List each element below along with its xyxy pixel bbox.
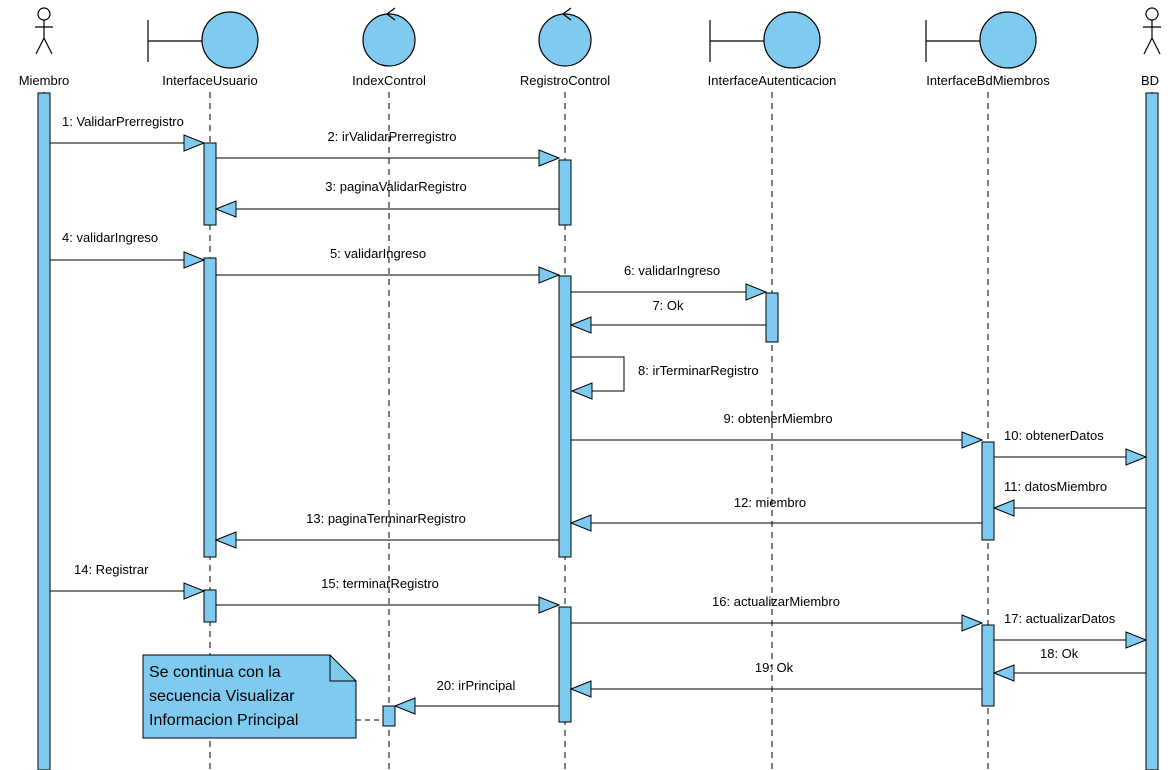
activation-bars (37, 92, 1159, 770)
message-7: 7: Ok (569, 298, 766, 334)
message-9: 9: obtenerMiembro (571, 411, 984, 449)
message-1: 1: ValidarPrerregistro (50, 114, 206, 152)
activation-bar-registrocontrol (558, 275, 572, 558)
activation-bar-indexcontrol (382, 705, 396, 727)
participant-label: Miembro (19, 73, 70, 88)
participant-interfacebdmiembros: InterfaceBdMiembros (925, 11, 1050, 88)
message-11: 11: datosMiembro (992, 479, 1146, 517)
message-18: 18: Ok (992, 646, 1146, 682)
participant-interfaceusuario: InterfaceUsuario (147, 11, 259, 88)
activation-bar-bd (1145, 92, 1159, 770)
message-17: 17: actualizarDatos (994, 611, 1148, 649)
activation-bar-interfacebdmiembros (981, 624, 995, 707)
message-label: 19: Ok (755, 660, 794, 675)
activation-bar-miembro (37, 92, 51, 770)
message-label: 18: Ok (1040, 646, 1079, 661)
participant-label: IndexControl (352, 73, 426, 88)
activation-bar-interfaceusuario (203, 257, 217, 558)
participant-bd: BD (1141, 7, 1161, 88)
message-label: 6: validarIngreso (624, 263, 720, 278)
message-20: 20: irPrincipal (393, 678, 559, 715)
message-label: 15: terminarRegistro (321, 576, 439, 591)
note-line: Informacion Principal (149, 712, 298, 729)
activation-bar-interfaceusuario (203, 142, 217, 226)
message-16: 16: actualizarMiembro (571, 594, 984, 632)
note-line: Se continua con la (149, 664, 281, 681)
boundary-icon (709, 11, 821, 69)
message-8: 8: irTerminarRegistro (570, 356, 759, 400)
message-label: 16: actualizarMiembro (712, 594, 840, 609)
participant-label: InterfaceAutenticacion (708, 73, 837, 88)
message-6: 6: validarIngreso (571, 263, 768, 301)
message-2: 2: irValidarPrerregistro (216, 129, 561, 167)
message-label: 4: validarIngreso (62, 230, 158, 245)
control-icon (538, 7, 592, 67)
message-label: 2: irValidarPrerregistro (327, 129, 456, 144)
participant-label: InterfaceUsuario (162, 73, 257, 88)
message-label: 12: miembro (734, 495, 806, 510)
message-3: 3: paginaValidarRegistro (214, 179, 559, 218)
message-19: 19: Ok (569, 660, 982, 698)
message-label: 11: datosMiembro (1004, 479, 1107, 494)
message-label: 7: Ok (652, 298, 684, 313)
message-label: 17: actualizarDatos (1004, 611, 1116, 626)
participant-miembro: Miembro (19, 7, 70, 88)
message-label: 13: paginaTerminarRegistro (306, 511, 466, 526)
actor-icon (35, 7, 53, 55)
messages: 1: ValidarPrerregistro 2: irValidarPrerre… (50, 114, 1148, 715)
participant-interfaceautenticacion: InterfaceAutenticacion (708, 11, 837, 88)
activation-bar-interfacebdmiembros (981, 441, 995, 541)
participant-label: BD (1141, 73, 1159, 88)
message-12: 12: miembro (569, 495, 982, 532)
boundary-icon (925, 11, 1037, 69)
message-label: 20: irPrincipal (437, 678, 516, 693)
actor-icon (1143, 7, 1161, 55)
activation-bar-interfaceusuario (203, 589, 217, 623)
participant-label: RegistroControl (520, 73, 610, 88)
participant-registrocontrol: RegistroControl (520, 7, 610, 88)
participant-heads: Miembro InterfaceUsuario IndexControl Regis… (19, 7, 1161, 88)
message-4: 4: validarIngreso (50, 230, 206, 269)
note-line: secuencia Visualizar (149, 688, 295, 705)
participant-label: InterfaceBdMiembros (926, 73, 1050, 88)
boundary-icon (147, 11, 259, 69)
message-10: 10: obtenerDatos (994, 428, 1148, 466)
message-label: 3: paginaValidarRegistro (325, 179, 466, 194)
message-label: 14: Registrar (74, 562, 149, 577)
note: Se continua con la secuencia VisualizarIn… (142, 654, 383, 739)
message-13: 13: paginaTerminarRegistro (214, 511, 559, 549)
activation-bar-registrocontrol (558, 606, 572, 723)
control-icon (362, 7, 416, 67)
participant-indexcontrol: IndexControl (352, 7, 426, 88)
message-label: 5: validarIngreso (330, 246, 426, 261)
message-5: 5: validarIngreso (216, 246, 561, 284)
message-14: 14: Registrar (50, 562, 206, 600)
continuation-note: Se continua con la secuencia VisualizarIn… (142, 654, 383, 739)
message-label: 1: ValidarPrerregistro (62, 114, 184, 129)
message-15: 15: terminarRegistro (216, 576, 561, 614)
activation-bar-registrocontrol (558, 159, 572, 226)
message-label: 8: irTerminarRegistro (638, 363, 759, 378)
message-label: 9: obtenerMiembro (723, 411, 832, 426)
activation-bar-interfaceautenticacion (765, 292, 779, 343)
message-label: 10: obtenerDatos (1004, 428, 1104, 443)
